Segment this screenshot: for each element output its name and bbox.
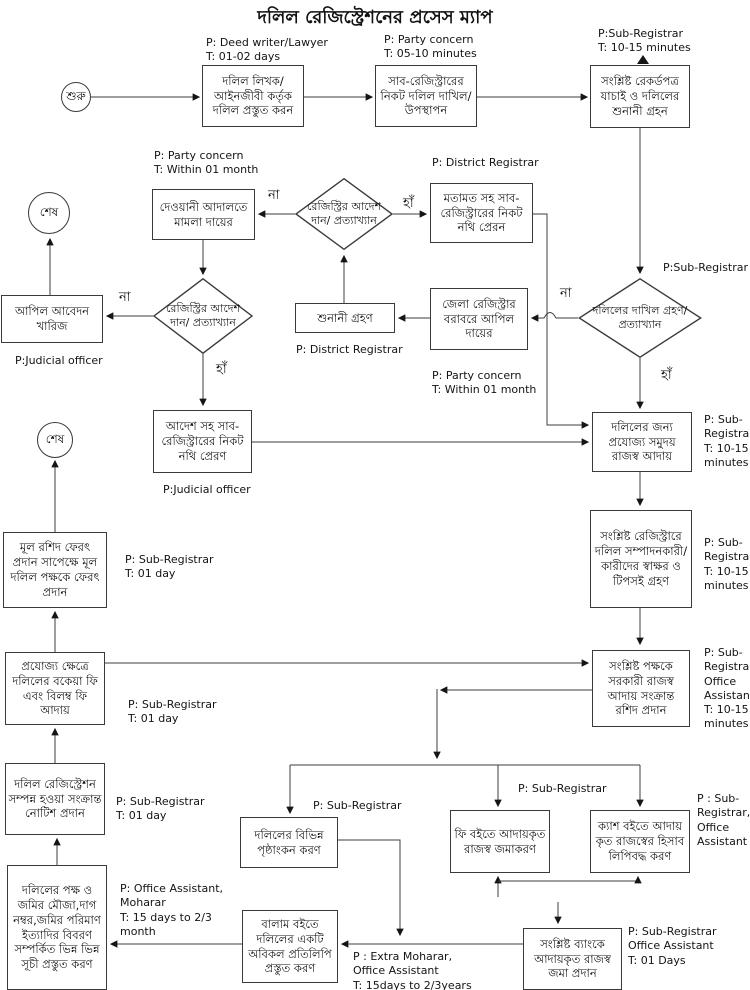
diamond-shape bbox=[295, 178, 393, 250]
node-prepare-indexes: দলিলের পক্ষ ও জমির মৌজা,দাগ নম্বর,জমির প… bbox=[7, 865, 107, 990]
decision-label: রেজিস্ট্রির আদেশ দান/ প্রত্যাখ্যান bbox=[306, 200, 382, 227]
edge-opinion-revenue bbox=[533, 213, 590, 429]
node-civil-suit: দেওয়ানী আদালতে মামলা দায়ের bbox=[152, 189, 255, 240]
node-order-send: আদেশ সহ সাব-রেজিস্ট্রারের নিকট নথি প্রের… bbox=[153, 410, 252, 473]
node-due-fees: প্রযোজ্য ক্ষেত্রে দলিলের বকেয়া ফি এবং ব… bbox=[5, 652, 105, 725]
annotation-opinion: P: District Registrar bbox=[432, 156, 539, 169]
branch-no: না bbox=[268, 188, 280, 203]
decision-registry-order-2: রেজিস্ট্রির আদেশ দান/ প্রত্যাখ্যান bbox=[153, 278, 253, 354]
branch-no: না bbox=[119, 290, 131, 305]
decision-submission-accept: দলিলের দাখিল গ্রহণ/প্রত্যাখ্যান bbox=[578, 278, 702, 358]
node-cash-book: ক্যাশ বইতে আদায় কৃত রাজস্বের হিসাব লিপি… bbox=[590, 810, 690, 873]
annotation-verify: P:Sub-Registrar T: 10-15 minutes bbox=[598, 27, 691, 55]
annotation-due-fees: P: Sub-Registrar T: 01 day bbox=[128, 698, 217, 726]
annotation-fee-book: P: Sub-Registrar bbox=[518, 782, 607, 795]
decision-label: দলিলের দাখিল গ্রহণ/প্রত্যাখ্যান bbox=[592, 304, 688, 331]
terminal-start: শুরু bbox=[61, 82, 91, 112]
annotation-signatures: P: Sub- Registrar T: 10-15 minutes bbox=[704, 536, 750, 592]
decision-registry-order-1: রেজিস্ট্রির আদেশ দান/ প্রত্যাখ্যান bbox=[295, 178, 393, 250]
terminal-end-main: শেষ bbox=[37, 422, 73, 458]
diamond-shape bbox=[153, 278, 253, 354]
node-prepare-deed: দলিল লিখক/ আইনজীবী কর্তৃক দলিল প্রস্তুত … bbox=[202, 65, 304, 127]
node-fee-book: ফি বইতে আদায়কৃত রাজস্ব জমাকরণ bbox=[450, 810, 550, 873]
annotation-submit: P: Party concern T: 05-10 minutes bbox=[384, 33, 477, 61]
node-return-deed: মূল রশিদ ফেরৎ প্রদান সাপেক্ষে মূল দলিল প… bbox=[3, 532, 107, 608]
annotation-bank-deposit: P: Sub-Registrar Office Assistant T: 01 … bbox=[628, 925, 717, 967]
annotation-indexes: P: Office Assistant, Moharar T: 15 days … bbox=[120, 882, 224, 938]
decision-label: রেজিস্ট্রির আদেশ দান/ প্রত্যাখ্যান bbox=[165, 302, 241, 329]
annotation-notice: P: Sub-Registrar T: 01 day bbox=[116, 795, 205, 823]
node-appeal-district-registrar: জেলা রেজিস্ট্রার বরাবরে আপিল দায়ের bbox=[430, 288, 528, 350]
node-verify-records: সংশ্লিষ্ট রেকর্ডপত্র যাচাই ও দলিলের শুনা… bbox=[590, 65, 690, 128]
terminal-end-appeal: শেষ bbox=[28, 192, 70, 234]
branch-yes: হাঁ bbox=[661, 368, 672, 383]
edge-endorsement-down bbox=[338, 839, 404, 937]
node-revenue-receipt: সংশ্লিষ্ট পক্ষকে সরকারী রাজস্ব আদায় সংক… bbox=[592, 650, 690, 727]
annotation-appeal-dr: P: Party concern T: Within 01 month bbox=[432, 369, 537, 397]
branch-yes: হাঁ bbox=[216, 362, 227, 377]
node-volume-copy: বালাম বইতে দলিলের একটি অবিকল প্রতিলিপি প… bbox=[242, 910, 338, 983]
diamond-shape bbox=[578, 278, 702, 358]
annotation-endorsement: P: Sub-Registrar bbox=[313, 799, 402, 812]
annotation-revenue: P: Sub- Registrar T: 10-15 minutes bbox=[704, 413, 750, 469]
annotation-return-deed: P: Sub-Registrar T: 01 day bbox=[125, 553, 214, 581]
node-collect-revenue: দলিলের জন্য প্রযোজ্য সমুদয় রাজস্ব আদায় bbox=[592, 412, 692, 472]
annotation-submission-decision: P:Sub-Registrar bbox=[663, 261, 749, 274]
node-opinion-send: মতামত সহ সাব-রেজিস্ট্রারের নিকট নথি প্রে… bbox=[430, 183, 533, 243]
annotation-volume-copy: P : Extra Moharar, Office Assistant T: 1… bbox=[353, 950, 472, 990]
node-bank-deposit: সংশ্লিষ্ট ব্যাংকে আদায়কৃত রাজস্ব জমা প্… bbox=[523, 928, 622, 990]
page-title: দলিল রেজিস্ট্রেশনের প্রসেস ম্যাপ bbox=[257, 7, 493, 28]
annotation-hearing: P: District Registrar bbox=[296, 343, 403, 356]
edge-decision-appealdr-no bbox=[530, 312, 578, 322]
node-completion-notice: দলিল রেজিস্ট্রেশন সম্পন্ন হওয়া সংক্রান্… bbox=[5, 763, 105, 835]
annotation-order-send: P:Judicial officer bbox=[163, 483, 251, 496]
branch-yes: হাঁ bbox=[403, 196, 414, 211]
node-signatures-thumbprints: সংশ্লিষ্ট রেজিস্ট্রারে দলিল সম্পাদনকারী/… bbox=[590, 510, 692, 608]
branch-no: না bbox=[560, 286, 572, 301]
annotation-dismiss: P:Judicial officer bbox=[15, 354, 103, 367]
annotation-prepare: P: Deed writer/Lawyer T: 01-02 days bbox=[206, 36, 328, 64]
annotation-civil-suit: P: Party concern T: Within 01 month bbox=[154, 149, 259, 177]
node-submit-deed: সাব-রেজিস্ট্রারের নিকট দলিল দাখিল/উপস্থা… bbox=[375, 65, 477, 127]
annotation-cash-book: P : Sub- Registrar, Office Assistant bbox=[697, 792, 750, 848]
verify-top-arrowhead bbox=[637, 55, 649, 64]
node-endorsement: দলিলের বিভিন্ন পৃষ্ঠাংকন করণ bbox=[240, 817, 338, 868]
annotation-receipt: P: Sub- Registrar, Office Assistant T: 1… bbox=[704, 646, 750, 731]
node-appeal-dismiss: আপিল আবেদন খারিজ bbox=[1, 295, 103, 343]
node-hearing: শুনানী গ্রহণ bbox=[295, 303, 395, 333]
